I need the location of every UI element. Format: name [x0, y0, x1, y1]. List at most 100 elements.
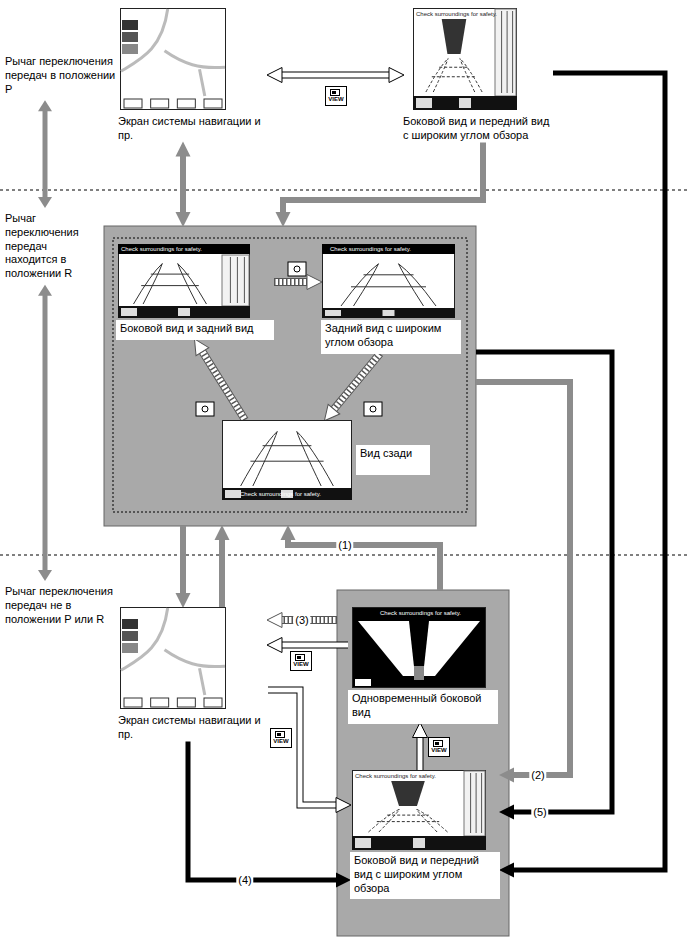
caption-text: Боковой вид и передний вид с широким угл…: [354, 854, 496, 895]
screen-image: [120, 607, 226, 709]
caption-box: Экран системы навигации и пр.: [118, 112, 268, 143]
screen-message: Check surroundings for safety.: [240, 490, 321, 498]
view-glyph-mark: [435, 742, 439, 745]
screen-view: Экран системы навигации и пр.: [118, 607, 268, 742]
arrow-stroke: [418, 733, 423, 771]
view-glyph-screen: [296, 655, 305, 661]
bar-icon: [355, 838, 371, 848]
arrow-stroke: [200, 347, 245, 420]
callout-number: (1): [336, 539, 353, 552]
group-frame: [113, 238, 467, 512]
caption-box: Одновременный боковой вид: [348, 690, 498, 724]
view-transition-arrow: [222, 535, 223, 607]
screen-message: Check surroundings for safety.: [380, 609, 461, 617]
view-glyph-screen: [331, 90, 340, 96]
arrow-stroke: [188, 742, 341, 881]
screen-frame: [353, 771, 486, 850]
view-transition-arrow: [420, 733, 421, 771]
top-bar: [322, 244, 455, 254]
arrow-stroke: [277, 73, 394, 78]
view-text: VIEW: [431, 747, 446, 754]
arrow-stroke: [283, 143, 483, 218]
guide-lines: [341, 264, 436, 306]
screen-view: Боковой вид и задний вид: [116, 244, 274, 340]
arrow-stroke: [331, 354, 380, 414]
map-menu-key: [122, 20, 138, 30]
side-view-right: [423, 621, 480, 676]
caption-text: Боковой вид и задний вид: [120, 322, 270, 336]
bottom-bar: [352, 836, 486, 850]
map-button: [151, 698, 169, 707]
view-transition-arrow: [274, 282, 312, 283]
gear-arrow-shaft: [43, 293, 48, 573]
guide-bar: [351, 275, 426, 287]
arrow-stroke: [274, 278, 312, 286]
side-line: [244, 257, 245, 303]
camera-button-lens: [370, 406, 376, 412]
bar-icon: [416, 98, 432, 108]
screen-frame: [119, 245, 250, 318]
screen-view: Вид сзади: [222, 420, 430, 500]
gear-arrow-head: [38, 100, 52, 111]
caption-text: Боковой вид и передний вид с широким угл…: [403, 115, 553, 143]
camera-button: [364, 402, 382, 416]
guide-lines: [134, 264, 207, 304]
caption-box: Боковой вид и передний вид с широким угл…: [403, 112, 553, 143]
car-symbol: [414, 666, 424, 680]
screen-message: Check surroundings for safety.: [416, 10, 497, 18]
view-glyph-mark: [297, 656, 301, 659]
top-bar: [118, 244, 250, 254]
view-glyph: [295, 654, 307, 661]
view-button: VIEW: [270, 728, 292, 748]
map-button: [177, 698, 195, 707]
bottom-bar: [118, 306, 250, 318]
screen-view: Задний вид с широким углом обзора: [321, 244, 461, 354]
gear-position-label: Рычаг переключения передач не в положени…: [5, 585, 115, 626]
group-panel: [104, 226, 476, 526]
side-line: [501, 11, 502, 93]
map-button: [124, 698, 142, 707]
gear-position-label: Рычаг переключения передач находится в п…: [5, 212, 101, 281]
guide-bar: [250, 446, 323, 462]
view-transition-arrow: [283, 143, 483, 218]
screen-frame: [353, 608, 486, 688]
map-button: [151, 99, 169, 108]
callout-number: (5): [531, 806, 548, 819]
screen-image: [352, 607, 486, 688]
guide-curve: [143, 264, 197, 304]
guide-lines: [368, 809, 447, 832]
arrow-stroke: [180, 152, 186, 218]
side-line: [470, 773, 471, 833]
arrow-stroke: [331, 354, 380, 414]
callout-number: (3): [293, 614, 310, 627]
gear-arrow-head: [38, 570, 52, 581]
guide-lines: [426, 58, 482, 92]
arrow-stroke: [277, 72, 394, 79]
view-transition-arrow: [277, 75, 394, 76]
arrow-stroke: [509, 73, 665, 870]
arrow-stroke: [268, 690, 341, 805]
view-group: Боковой вид и задний вид Задний вид с шир…: [104, 226, 476, 526]
arrow-stroke: [476, 352, 612, 812]
view-transition-arrow: [288, 535, 440, 590]
arrow-stroke: [274, 279, 312, 285]
view-group: Одновременный боковой видБоковой вид и п…: [337, 590, 509, 936]
bottom-bar: [413, 96, 517, 110]
view-transition-arrow: [509, 73, 665, 870]
bar-icon: [383, 310, 395, 316]
side-strip: [222, 255, 249, 306]
gear-arrow-head: [38, 285, 52, 296]
caption-box: Боковой вид и передний вид с широким угл…: [350, 852, 500, 899]
view-transition-arrow: [183, 526, 184, 598]
view-transition-arrow: [188, 742, 341, 881]
side-line: [481, 773, 482, 833]
gear-position-label: Рычаг переключения передач в положении P: [5, 55, 117, 96]
caption-text: Одновременный боковой вид: [352, 692, 494, 720]
view-button: VIEW: [290, 651, 312, 671]
screen-frame: [323, 245, 455, 318]
callout-number: (2): [529, 769, 546, 782]
gear-arrow-shaft: [43, 108, 48, 200]
arrow-stroke: [274, 279, 312, 285]
bottom-bar: [222, 488, 352, 500]
